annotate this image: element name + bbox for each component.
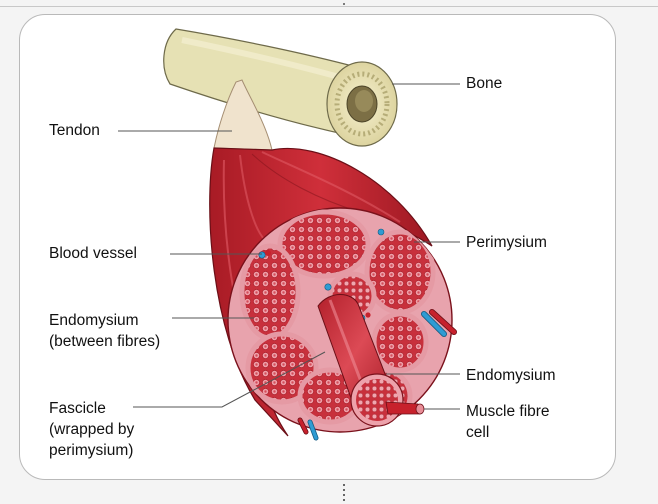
bottom-resize-handle[interactable] bbox=[343, 484, 346, 502]
leader-lines bbox=[118, 83, 460, 410]
leader-fascicle bbox=[133, 351, 326, 408]
top-handle-dot[interactable] bbox=[343, 3, 345, 5]
label-endomysium: Endomysium bbox=[466, 367, 556, 384]
label-bone: Bone bbox=[466, 75, 503, 92]
label-fascicle: Fascicle (wrapped by perimysium) bbox=[49, 400, 135, 459]
label-tendon: Tendon bbox=[49, 122, 100, 139]
label-blood-vessel: Blood vessel bbox=[49, 245, 137, 262]
cross-section bbox=[227, 207, 457, 441]
top-rule bbox=[0, 6, 658, 7]
label-endomysium-between: Endomysium (between fibres) bbox=[49, 312, 161, 350]
label-muscle-fibre-cell: Muscle fibre cell bbox=[466, 403, 550, 441]
muscle-fibre-cell bbox=[385, 401, 425, 415]
bone bbox=[163, 28, 398, 147]
label-perimysium: Perimysium bbox=[466, 234, 547, 251]
blood-vessels-exiting bbox=[297, 309, 457, 441]
